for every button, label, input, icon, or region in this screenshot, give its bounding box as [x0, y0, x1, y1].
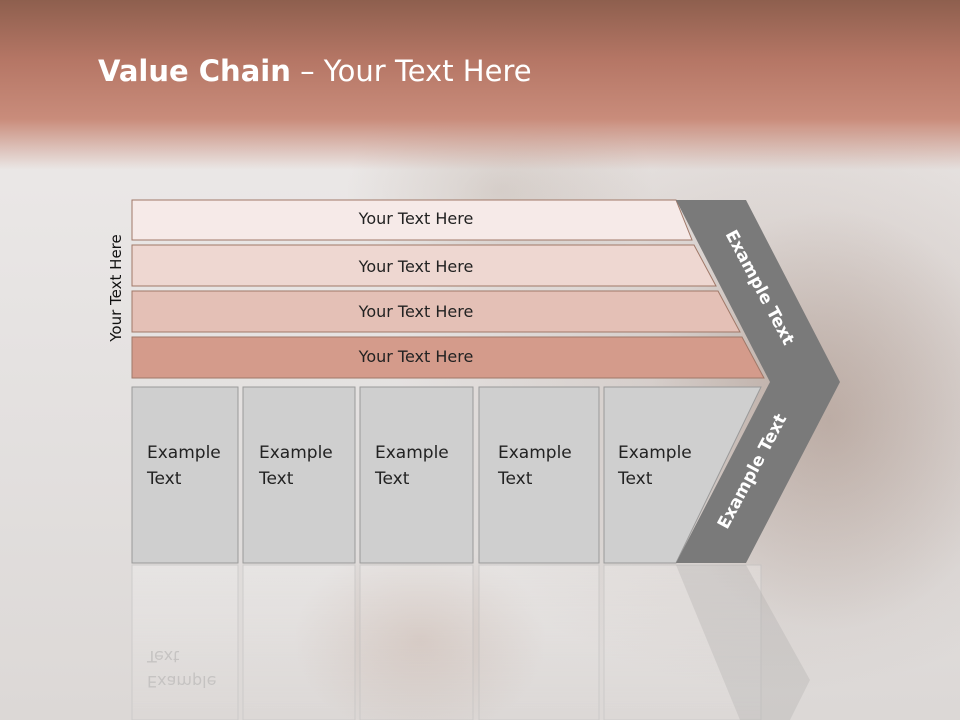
margin-chevron — [676, 200, 840, 563]
reflection: Example Text — [131, 564, 810, 720]
title-bar — [0, 0, 960, 170]
band-3-label: Your Text Here — [358, 302, 474, 321]
svg-text:Example: Example — [147, 672, 216, 691]
band-2-label: Your Text Here — [358, 257, 474, 276]
box-1-line2: Text — [146, 469, 182, 489]
band-4-label: Your Text Here — [358, 347, 474, 366]
box-1-line1: Example — [147, 443, 221, 463]
box-3-line2: Text — [374, 469, 410, 489]
box-4-line2: Text — [497, 469, 533, 489]
band-4 — [131, 336, 765, 379]
svg-text:Text: Text — [146, 647, 179, 666]
title-bold: Value Chain — [98, 54, 291, 88]
box-4-line1: Example — [498, 443, 572, 463]
page-title: Value Chain – Your Text Here — [98, 54, 532, 88]
band-1 — [131, 199, 693, 241]
box-5-line2: Text — [617, 469, 653, 489]
box-2-line2: Text — [258, 469, 294, 489]
box-3 — [359, 386, 474, 564]
box-2 — [242, 386, 356, 564]
band-1-label: Your Text Here — [358, 209, 474, 228]
box-4 — [478, 386, 600, 564]
box-5-line1: Example — [618, 443, 692, 463]
title-rest: – Your Text Here — [290, 54, 532, 88]
box-1 — [131, 386, 239, 564]
band-2 — [131, 244, 717, 287]
band-3 — [131, 290, 741, 333]
box-3-line1: Example — [375, 443, 449, 463]
box-2-line1: Example — [259, 443, 333, 463]
